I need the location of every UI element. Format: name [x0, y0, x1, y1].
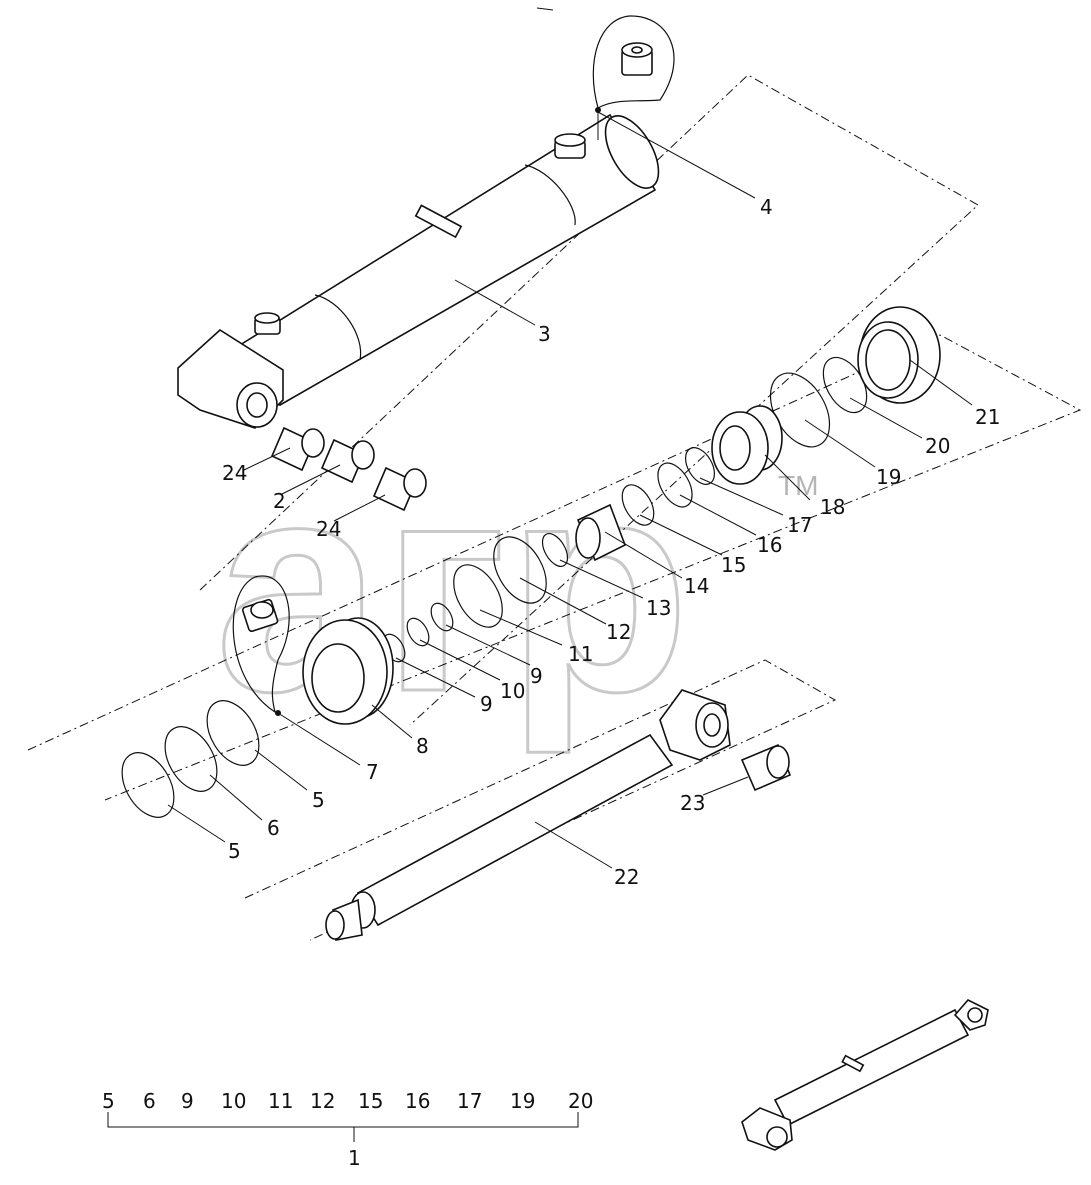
callout-19: 19: [876, 465, 901, 489]
detail-bubble-top: [592, 15, 675, 109]
callout-8: 8: [416, 734, 429, 758]
callout-10: 10: [500, 679, 525, 703]
watermark-text: агр: [215, 418, 690, 756]
callout-11: 11: [568, 642, 593, 666]
seal-ring-20: [822, 356, 868, 414]
callout-14: 14: [684, 574, 709, 598]
kit-item-6: 15: [358, 1089, 383, 1113]
callout-5b: 5: [228, 839, 241, 863]
callout-24b: 24: [316, 517, 341, 541]
kit-item-2: 9: [181, 1089, 194, 1113]
leader-lines: [167, 107, 973, 869]
callout-13: 13: [646, 596, 671, 620]
kit-item-3: 10: [221, 1089, 246, 1113]
bushing-middle: [320, 438, 375, 484]
kit-item-1: 6: [143, 1089, 156, 1113]
guide-ring-assembly: [711, 405, 783, 485]
callout-9b: 9: [480, 692, 493, 716]
grease-fitting-detail-top: [621, 42, 653, 76]
seal-ring-11: [453, 564, 503, 628]
seal-ring-15: [621, 484, 655, 526]
seal-ring-16: [657, 462, 693, 508]
detail-bubble-left: [232, 575, 290, 714]
callout-2: 2: [273, 489, 286, 513]
callout-6: 6: [267, 816, 280, 840]
callout-21: 21: [975, 405, 1000, 429]
callout-3: 3: [538, 322, 551, 346]
callout-18: 18: [820, 495, 845, 519]
kit-item-10: 20: [568, 1089, 593, 1113]
kit-label: 1: [348, 1146, 361, 1170]
piston-rod: [325, 689, 731, 941]
callout-4: 4: [760, 195, 773, 219]
seal-ring-13: [541, 533, 569, 567]
dashed-frame-rod: [244, 659, 837, 941]
kit-item-9: 19: [510, 1089, 535, 1113]
kit-item-8: 17: [457, 1089, 482, 1113]
callout-15: 15: [721, 553, 746, 577]
kit-item-4: 11: [268, 1089, 293, 1113]
dashed-frame-barrel: [199, 74, 979, 726]
piston: [302, 617, 394, 725]
callout-24a: 24: [222, 461, 247, 485]
callout-9a: 9: [530, 664, 543, 688]
grease-fitting-detail-left: [242, 598, 279, 633]
wear-ring-5-lower: [121, 752, 175, 818]
callout-labels: 4 3 21 20 19 18 17 16 15 14 13 12 11 10 …: [222, 195, 1000, 889]
top-mark: [536, 7, 554, 11]
kit-item-0: 5: [102, 1089, 115, 1113]
kit-bracket: [107, 1112, 579, 1142]
seal-ring-9a: [406, 617, 430, 647]
cylinder-barrel: [177, 113, 660, 429]
rod-bushing-23: [740, 743, 792, 792]
callout-16: 16: [757, 533, 782, 557]
callout-22: 22: [614, 865, 639, 889]
callout-12: 12: [606, 620, 631, 644]
cylinder-head: [857, 306, 941, 404]
seal-ring-17: [684, 447, 716, 485]
kit-item-7: 16: [405, 1089, 430, 1113]
callout-7: 7: [366, 760, 379, 784]
dashed-frame-piston: [27, 334, 1082, 801]
bushing-lower: [372, 466, 427, 512]
wear-ring-6: [164, 726, 218, 792]
callout-17: 17: [787, 513, 812, 537]
kit-items: 5 6 9 10 11 12 15 16 17 19 20 1: [102, 1089, 593, 1170]
seal-ring-10: [430, 602, 454, 632]
guide-bushing-14: [575, 503, 627, 562]
callout-20: 20: [925, 434, 950, 458]
callout-5a: 5: [312, 788, 325, 812]
callout-23: 23: [680, 791, 705, 815]
assembled-cylinder-thumbnail: [741, 999, 989, 1151]
kit-item-5: 12: [310, 1089, 335, 1113]
seal-ring-12: [493, 536, 547, 604]
bushing-upper-left: [270, 426, 325, 472]
wear-ring-5-upper: [206, 700, 260, 766]
